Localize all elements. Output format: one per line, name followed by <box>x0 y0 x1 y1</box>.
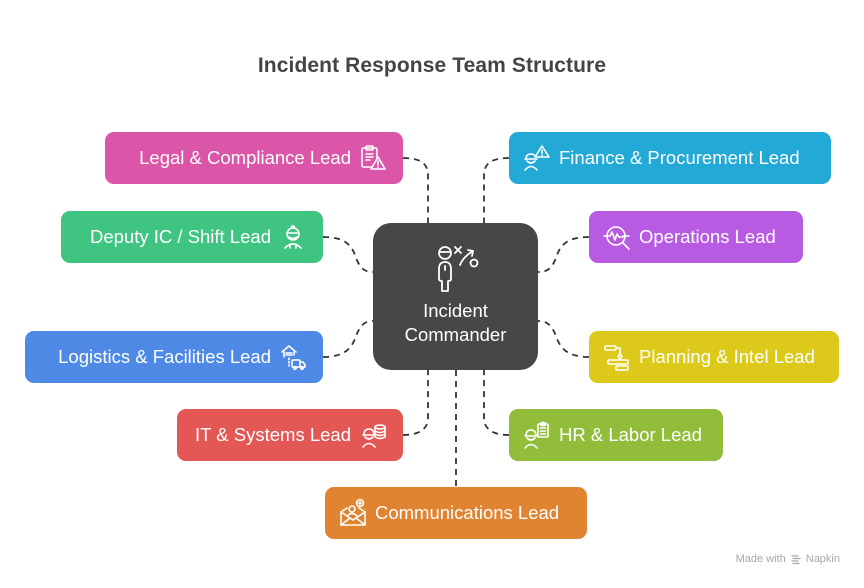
connector-planning <box>537 320 590 358</box>
worker-database-icon <box>357 419 389 451</box>
node-deputy[interactable]: Deputy IC / Shift Lead <box>61 211 323 263</box>
napkin-logo-icon <box>791 555 801 565</box>
node-legal[interactable]: Legal & Compliance Lead <box>105 132 403 184</box>
strategy-person-icon <box>438 246 479 292</box>
gantt-flow-icon <box>601 341 633 373</box>
node-label: Legal & Compliance Lead <box>139 147 351 168</box>
node-label: Operations Lead <box>639 226 776 247</box>
node-label: Deputy IC / Shift Lead <box>90 226 271 247</box>
person-warning-icon <box>521 142 553 174</box>
connector-deputy <box>322 236 374 273</box>
connector-operations <box>537 236 590 273</box>
clipboard-warning-icon <box>357 142 389 174</box>
connector-logistics <box>322 320 374 358</box>
node-label: Logistics & Facilities Lead <box>58 346 271 367</box>
node-label: Communications Lead <box>375 502 560 523</box>
node-it[interactable]: IT & Systems Lead <box>177 409 403 461</box>
node-operations[interactable]: Operations Lead <box>589 211 803 263</box>
warehouse-truck-icon <box>277 341 309 373</box>
footer-brand: Napkin <box>805 553 840 565</box>
node-planning[interactable]: Planning & Intel Lead <box>589 331 839 383</box>
node-incident-commander[interactable]: Incident Commander <box>373 223 538 370</box>
connector-hr <box>483 370 510 436</box>
connector-it <box>402 370 429 436</box>
node-logistics[interactable]: Logistics & Facilities Lead <box>25 331 323 383</box>
mail-add-person-icon <box>337 497 369 529</box>
node-label: IT & Systems Lead <box>195 424 351 445</box>
connector-legal <box>402 157 429 223</box>
node-label: Planning & Intel Lead <box>639 346 815 367</box>
footer-attribution: Made with Napkin <box>736 553 840 565</box>
worker-checklist-icon <box>521 419 553 451</box>
center-label-line2: Commander <box>404 324 507 345</box>
node-communications[interactable]: Communications Lead <box>325 487 587 539</box>
footer-prefix: Made with <box>735 553 786 565</box>
node-hr[interactable]: HR & Labor Lead <box>509 409 723 461</box>
node-label: HR & Labor Lead <box>559 424 702 445</box>
node-label: Finance & Procurement Lead <box>559 147 800 168</box>
worker-helmet-icon <box>277 221 309 253</box>
connector-finance <box>483 157 510 223</box>
node-finance[interactable]: Finance & Procurement Lead <box>509 132 831 184</box>
activity-search-icon <box>601 221 633 253</box>
center-label-line1: Incident <box>423 300 488 321</box>
diagram-title: Incident Response Team Structure <box>257 54 607 77</box>
